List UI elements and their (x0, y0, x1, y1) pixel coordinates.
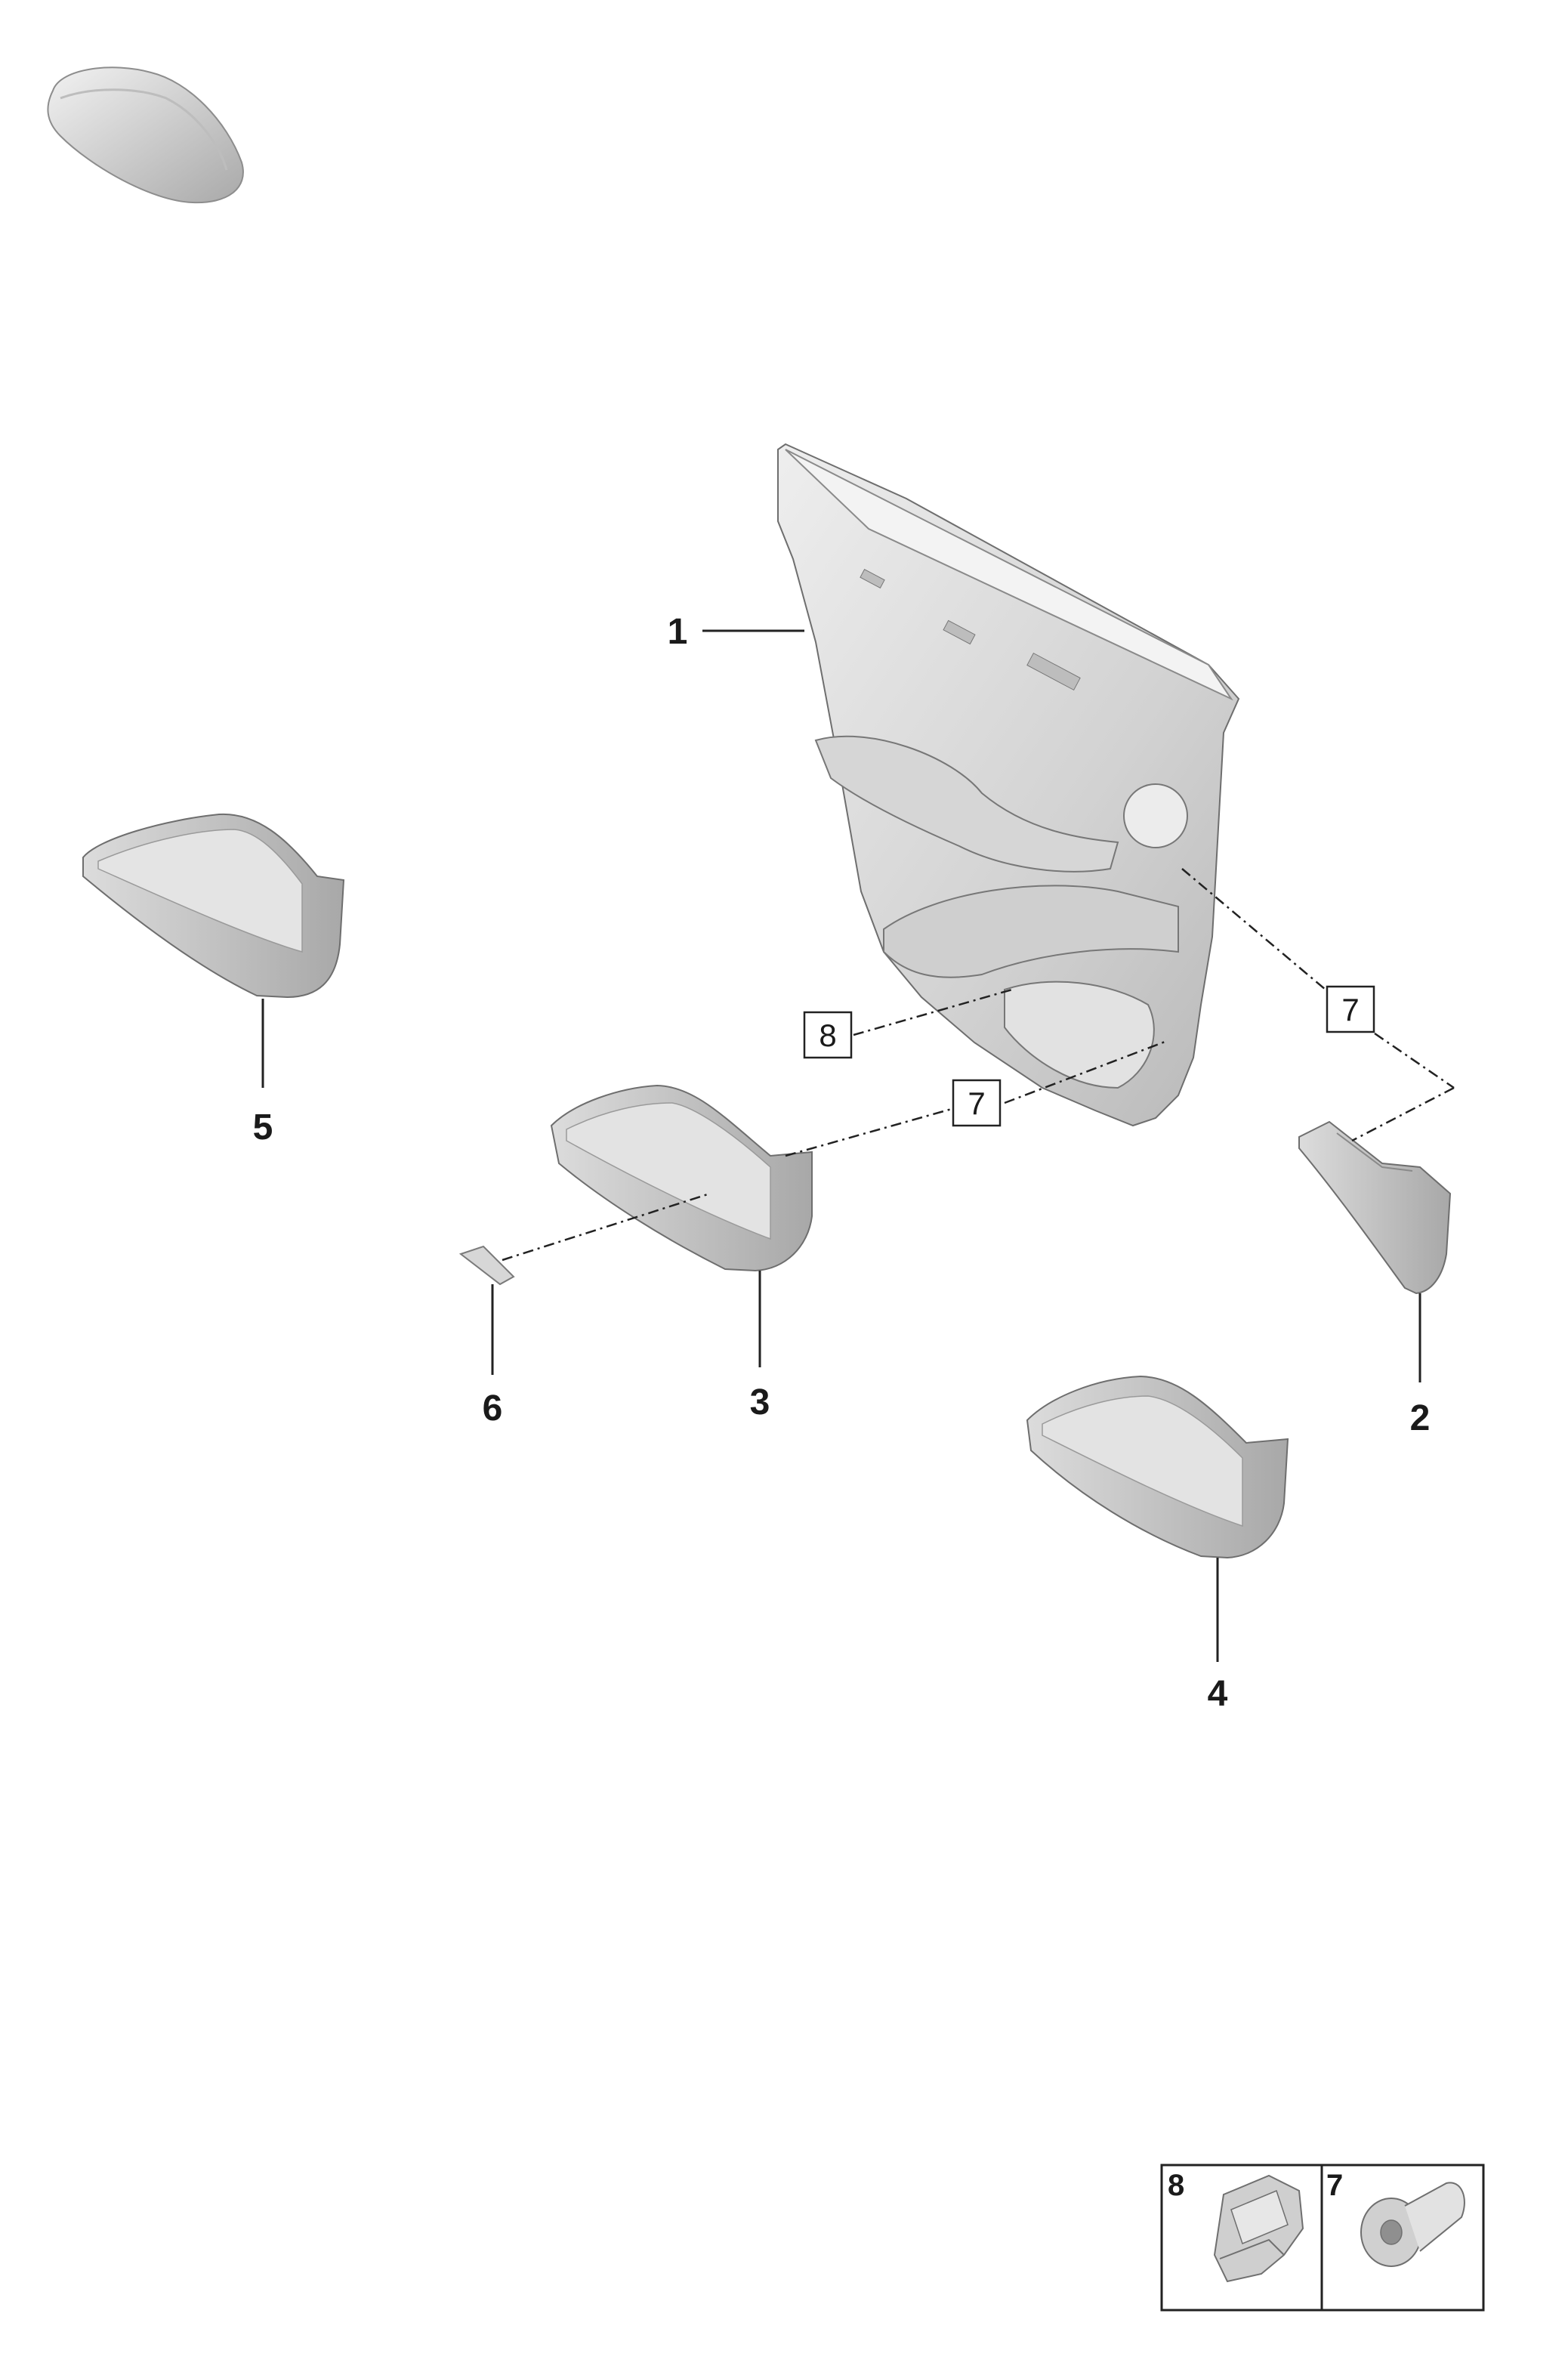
callout-4: 4 (1208, 1674, 1228, 1714)
boxed-ref-7-lower-label: 7 (968, 1086, 985, 1121)
callout-3: 3 (750, 1382, 770, 1422)
boxed-ref-7-upper-label: 7 (1341, 992, 1359, 1027)
leader-lines (261, 629, 1421, 1662)
door-trim-panel-part-1 (777, 443, 1240, 1127)
assembly-dashdot-lines (502, 868, 1455, 1262)
callout-5: 5 (253, 1107, 273, 1147)
callout-1: 1 (668, 612, 688, 652)
legend-item-7-label: 7 (1326, 2169, 1343, 2202)
fastener-legend: 8 7 (1160, 2164, 1485, 2312)
trim-piece-part-2 (1298, 1120, 1452, 1295)
clip-fastener-icon (1213, 2174, 1304, 2283)
trim-insert-part-3 (550, 1084, 813, 1272)
vehicle-thumbnail-icon (47, 66, 244, 204)
boxed-ref-7-upper: 7 (1326, 985, 1375, 1033)
boxed-ref-8-label: 8 (819, 1018, 836, 1053)
trim-insert-part-4 (1026, 1375, 1289, 1559)
trim-insert-part-5 (82, 813, 345, 999)
small-pad-part-6 (458, 1245, 515, 1286)
plug-fastener-icon (1360, 2182, 1465, 2267)
boxed-ref-7-lower: 7 (952, 1079, 1002, 1127)
boxed-ref-8: 8 (803, 1011, 853, 1059)
callout-6: 6 (483, 1388, 503, 1429)
legend-item-8-label: 8 (1168, 2169, 1184, 2202)
callout-2: 2 (1410, 1398, 1431, 1438)
